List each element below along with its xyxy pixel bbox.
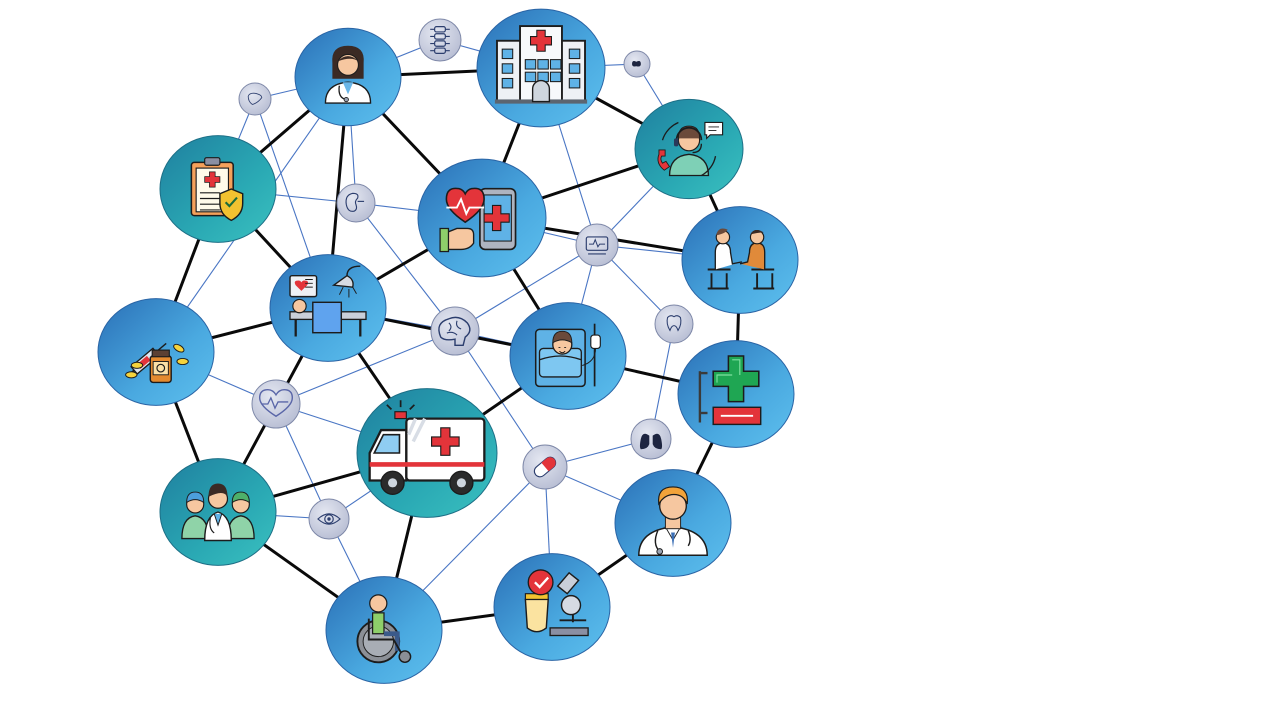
pharmacy-cross-sign-icon — [698, 355, 762, 426]
brain-icon — [438, 316, 471, 346]
nodes-layer — [97, 8, 799, 684]
node-consultation-circle — [681, 206, 799, 314]
node-thyroid — [623, 50, 651, 78]
spine-icon — [430, 26, 450, 54]
node-kidney — [336, 183, 376, 223]
edge-brain-to-pill — [454, 330, 546, 468]
lungs-icon — [639, 428, 663, 450]
heartbeat-icon — [258, 389, 294, 418]
operating-room-icon — [289, 265, 367, 337]
node-brain-circle — [430, 306, 480, 356]
node-spine — [418, 18, 462, 62]
node-heartbeat — [251, 379, 301, 429]
node-laboratory-circle — [493, 553, 611, 661]
laboratory-microscope-icon — [524, 569, 589, 637]
edge-kidney-to-brain — [355, 202, 456, 332]
node-consultation — [681, 206, 799, 314]
node-patient-bed — [509, 302, 627, 410]
node-medication — [97, 298, 215, 406]
doctor-patient-consultation-icon — [707, 228, 775, 290]
node-tooth — [654, 304, 694, 344]
node-wheelchair — [325, 576, 443, 684]
node-health-insurance — [159, 135, 277, 243]
node-brain — [430, 306, 480, 356]
node-doctor-male — [614, 469, 732, 577]
node-operating-room — [269, 254, 387, 362]
node-pill — [522, 444, 568, 490]
medication-syringe-pills-icon — [125, 342, 189, 384]
node-medical-team — [159, 458, 277, 566]
male-doctor-icon — [638, 486, 708, 557]
medical-team-icon — [181, 483, 255, 542]
node-liver — [238, 82, 272, 116]
node-monitor — [575, 223, 619, 267]
node-mobile-health — [417, 158, 547, 278]
node-doctor-female — [294, 27, 402, 127]
node-call-center — [634, 98, 744, 200]
kidney-icon — [345, 192, 365, 212]
node-lungs — [630, 418, 672, 460]
node-ambulance — [356, 388, 498, 518]
node-laboratory — [493, 553, 611, 661]
patient-in-bed-icon — [534, 323, 601, 388]
node-lungs-circle — [630, 418, 672, 460]
edge-brain-to-heartbeat — [275, 330, 456, 405]
thyroid-icon — [632, 61, 641, 67]
node-tooth-circle — [654, 304, 694, 344]
eye-icon — [317, 513, 341, 525]
hospital-building-icon — [494, 25, 588, 104]
node-pharmacy — [677, 340, 795, 448]
liver-icon — [247, 92, 263, 105]
node-eye — [308, 498, 350, 540]
health-insurance-clipboard-icon — [190, 157, 244, 222]
node-liver-circle — [238, 82, 272, 116]
wheelchair-icon — [356, 594, 412, 664]
node-hospital — [476, 8, 606, 128]
mobile-health-app-icon — [439, 187, 517, 253]
ecg-monitor-icon — [585, 236, 609, 255]
pill-capsule-icon — [533, 456, 557, 478]
node-spine-circle — [418, 18, 462, 62]
medical-call-center-icon — [657, 121, 724, 177]
tooth-icon — [666, 315, 682, 332]
female-doctor-icon — [324, 45, 372, 104]
node-heartbeat-circle — [251, 379, 301, 429]
ambulance-icon — [368, 400, 486, 495]
